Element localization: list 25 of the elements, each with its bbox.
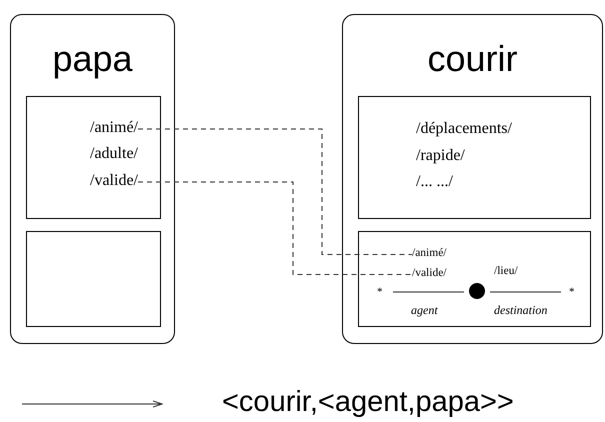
feature-text: /déplacements/ <box>416 121 512 137</box>
feature-box <box>358 96 591 219</box>
feature-text: /rapide/ <box>416 148 465 164</box>
panel-title: papa <box>51 41 134 77</box>
feature-text: /animé/ <box>412 248 446 261</box>
asterisk-mark: * <box>569 287 574 298</box>
arrow <box>22 400 162 408</box>
feature-text: /animé/ <box>90 120 138 138</box>
feature-box <box>26 96 161 219</box>
result-text: <courir,<agent,papa>> <box>222 388 514 420</box>
concept-panel <box>342 14 603 344</box>
panel-title: courir <box>426 41 519 77</box>
feature-text: /... .../ <box>416 174 453 190</box>
dashed-connector <box>137 182 412 275</box>
feature-text: /valide/ <box>90 173 138 191</box>
role-value: /lieu/ <box>494 266 518 278</box>
concept-panel <box>10 14 175 344</box>
dashed-connector <box>137 128 412 255</box>
feature-box <box>358 231 591 327</box>
feature-text: /adulte/ <box>90 146 138 164</box>
feature-text: /valide/ <box>412 268 446 281</box>
role-name: agent <box>411 304 438 316</box>
feature-box <box>26 231 161 327</box>
asterisk-mark: * <box>377 287 382 298</box>
role-name: destination <box>494 304 548 316</box>
